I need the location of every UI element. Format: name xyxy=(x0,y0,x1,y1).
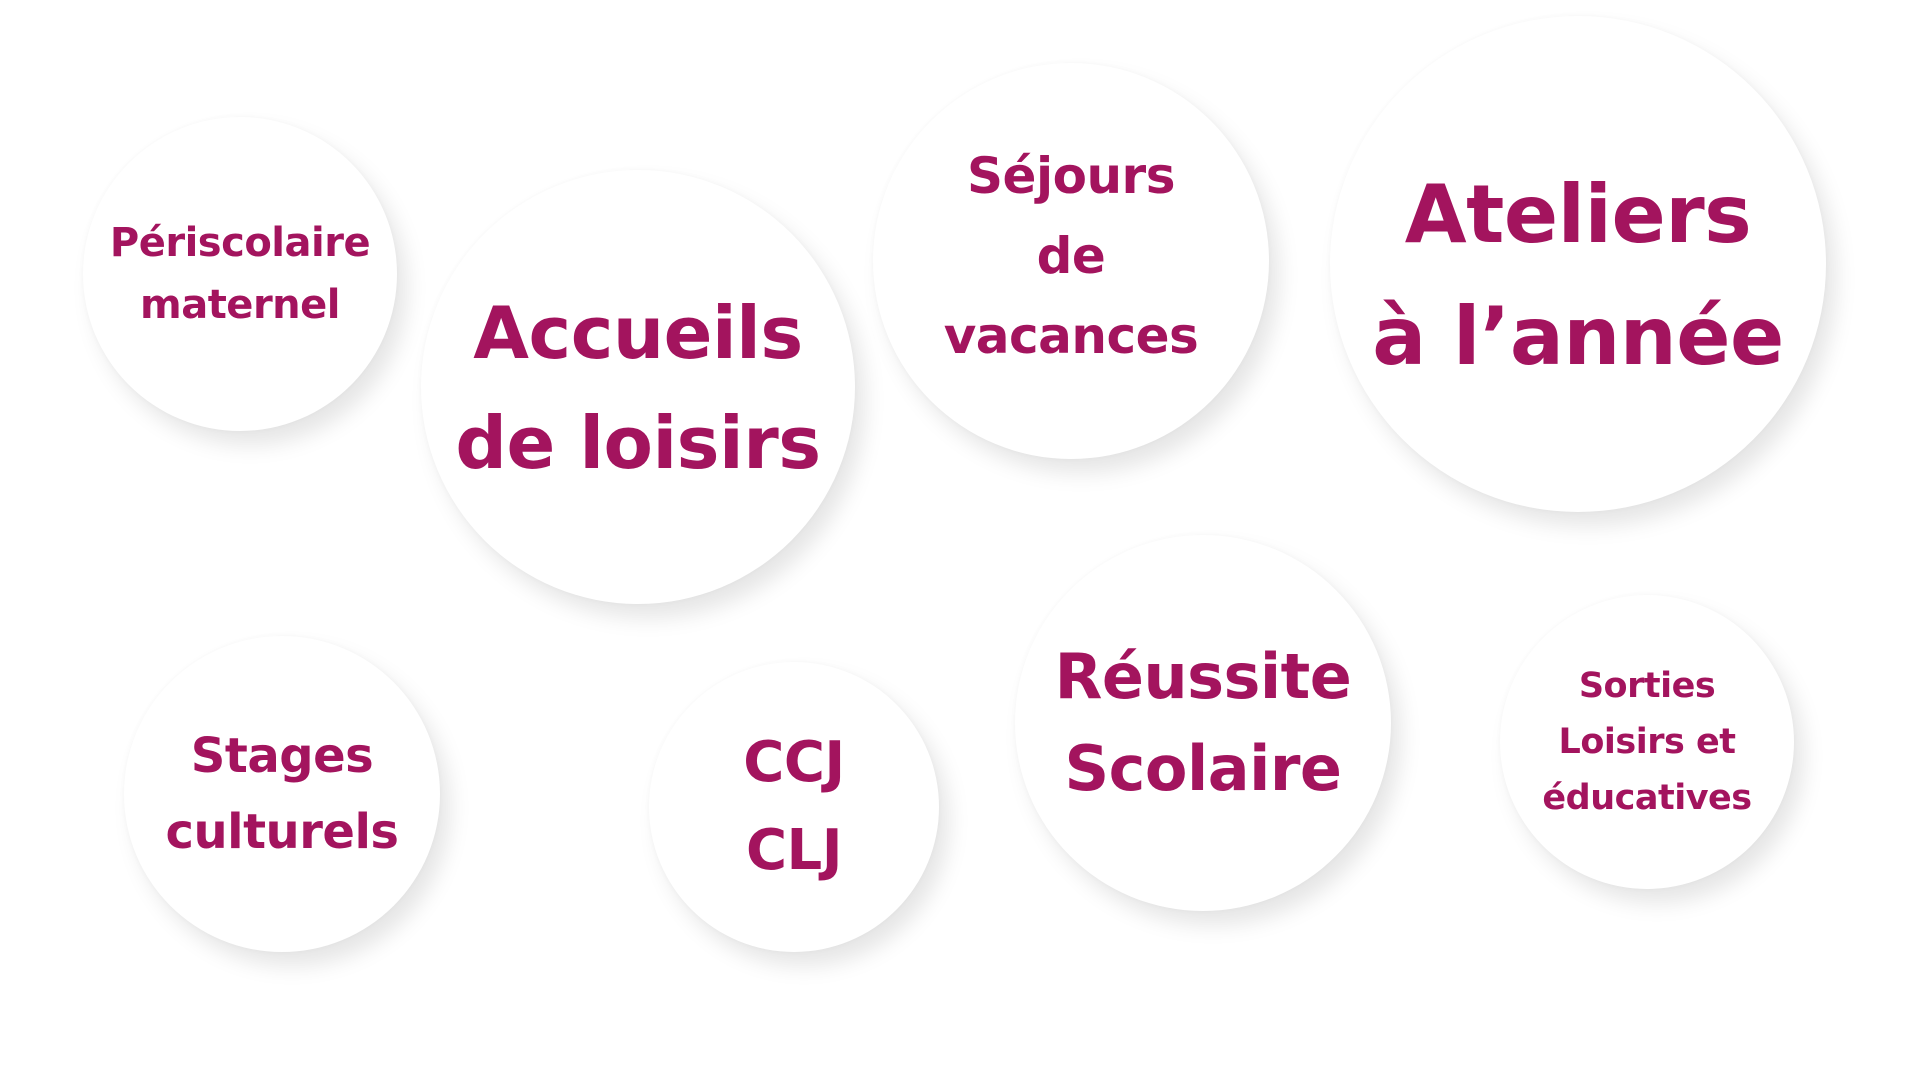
bubble-label-line: Loisirs et xyxy=(1558,722,1736,762)
bubble-label-line: CCJ xyxy=(743,730,845,795)
bubble-label-line: culturels xyxy=(165,804,399,860)
bubble-reussite-scolaire[interactable]: Réussite Scolaire xyxy=(1015,535,1391,911)
bubble-label-line: maternel xyxy=(140,282,340,328)
bubble-label-line: Réussite xyxy=(1054,640,1352,713)
bubble-label-line: vacances xyxy=(943,307,1199,365)
bubble-label-line: Périscolaire xyxy=(109,220,371,266)
bubble-label-line: de xyxy=(1036,227,1106,285)
bubble-label-line: éducatives xyxy=(1542,778,1752,818)
bubble-accueils-de-loisirs[interactable]: Accueils de loisirs xyxy=(421,170,855,604)
bubble-label-line: Accueils xyxy=(473,291,803,375)
bubble-ccj-clj[interactable]: CCJ CLJ xyxy=(649,662,939,952)
bubble-ateliers-a-l-annee[interactable]: Ateliers à l’année xyxy=(1330,16,1826,512)
bubble-label-line: Scolaire xyxy=(1064,732,1342,805)
bubble-label-line: à l’année xyxy=(1372,290,1784,383)
bubble-label-line: Ateliers xyxy=(1404,168,1752,261)
bubble-sorties-loisirs-educatives[interactable]: Sorties Loisirs et éducatives xyxy=(1500,595,1794,889)
bubble-label-line: Stages xyxy=(190,728,374,784)
bubble-label-line: de loisirs xyxy=(455,401,821,485)
bubble-periscolaire-maternel[interactable]: Périscolaire maternel xyxy=(83,117,397,431)
bubble-label-line: Sorties xyxy=(1578,666,1716,706)
bubble-sejours-de-vacances[interactable]: Séjours de vacances xyxy=(873,63,1269,459)
bubble-label-line: Séjours xyxy=(967,147,1175,205)
bubble-label-line: CLJ xyxy=(745,818,843,883)
bubble-stages-culturels[interactable]: Stages culturels xyxy=(124,636,440,952)
